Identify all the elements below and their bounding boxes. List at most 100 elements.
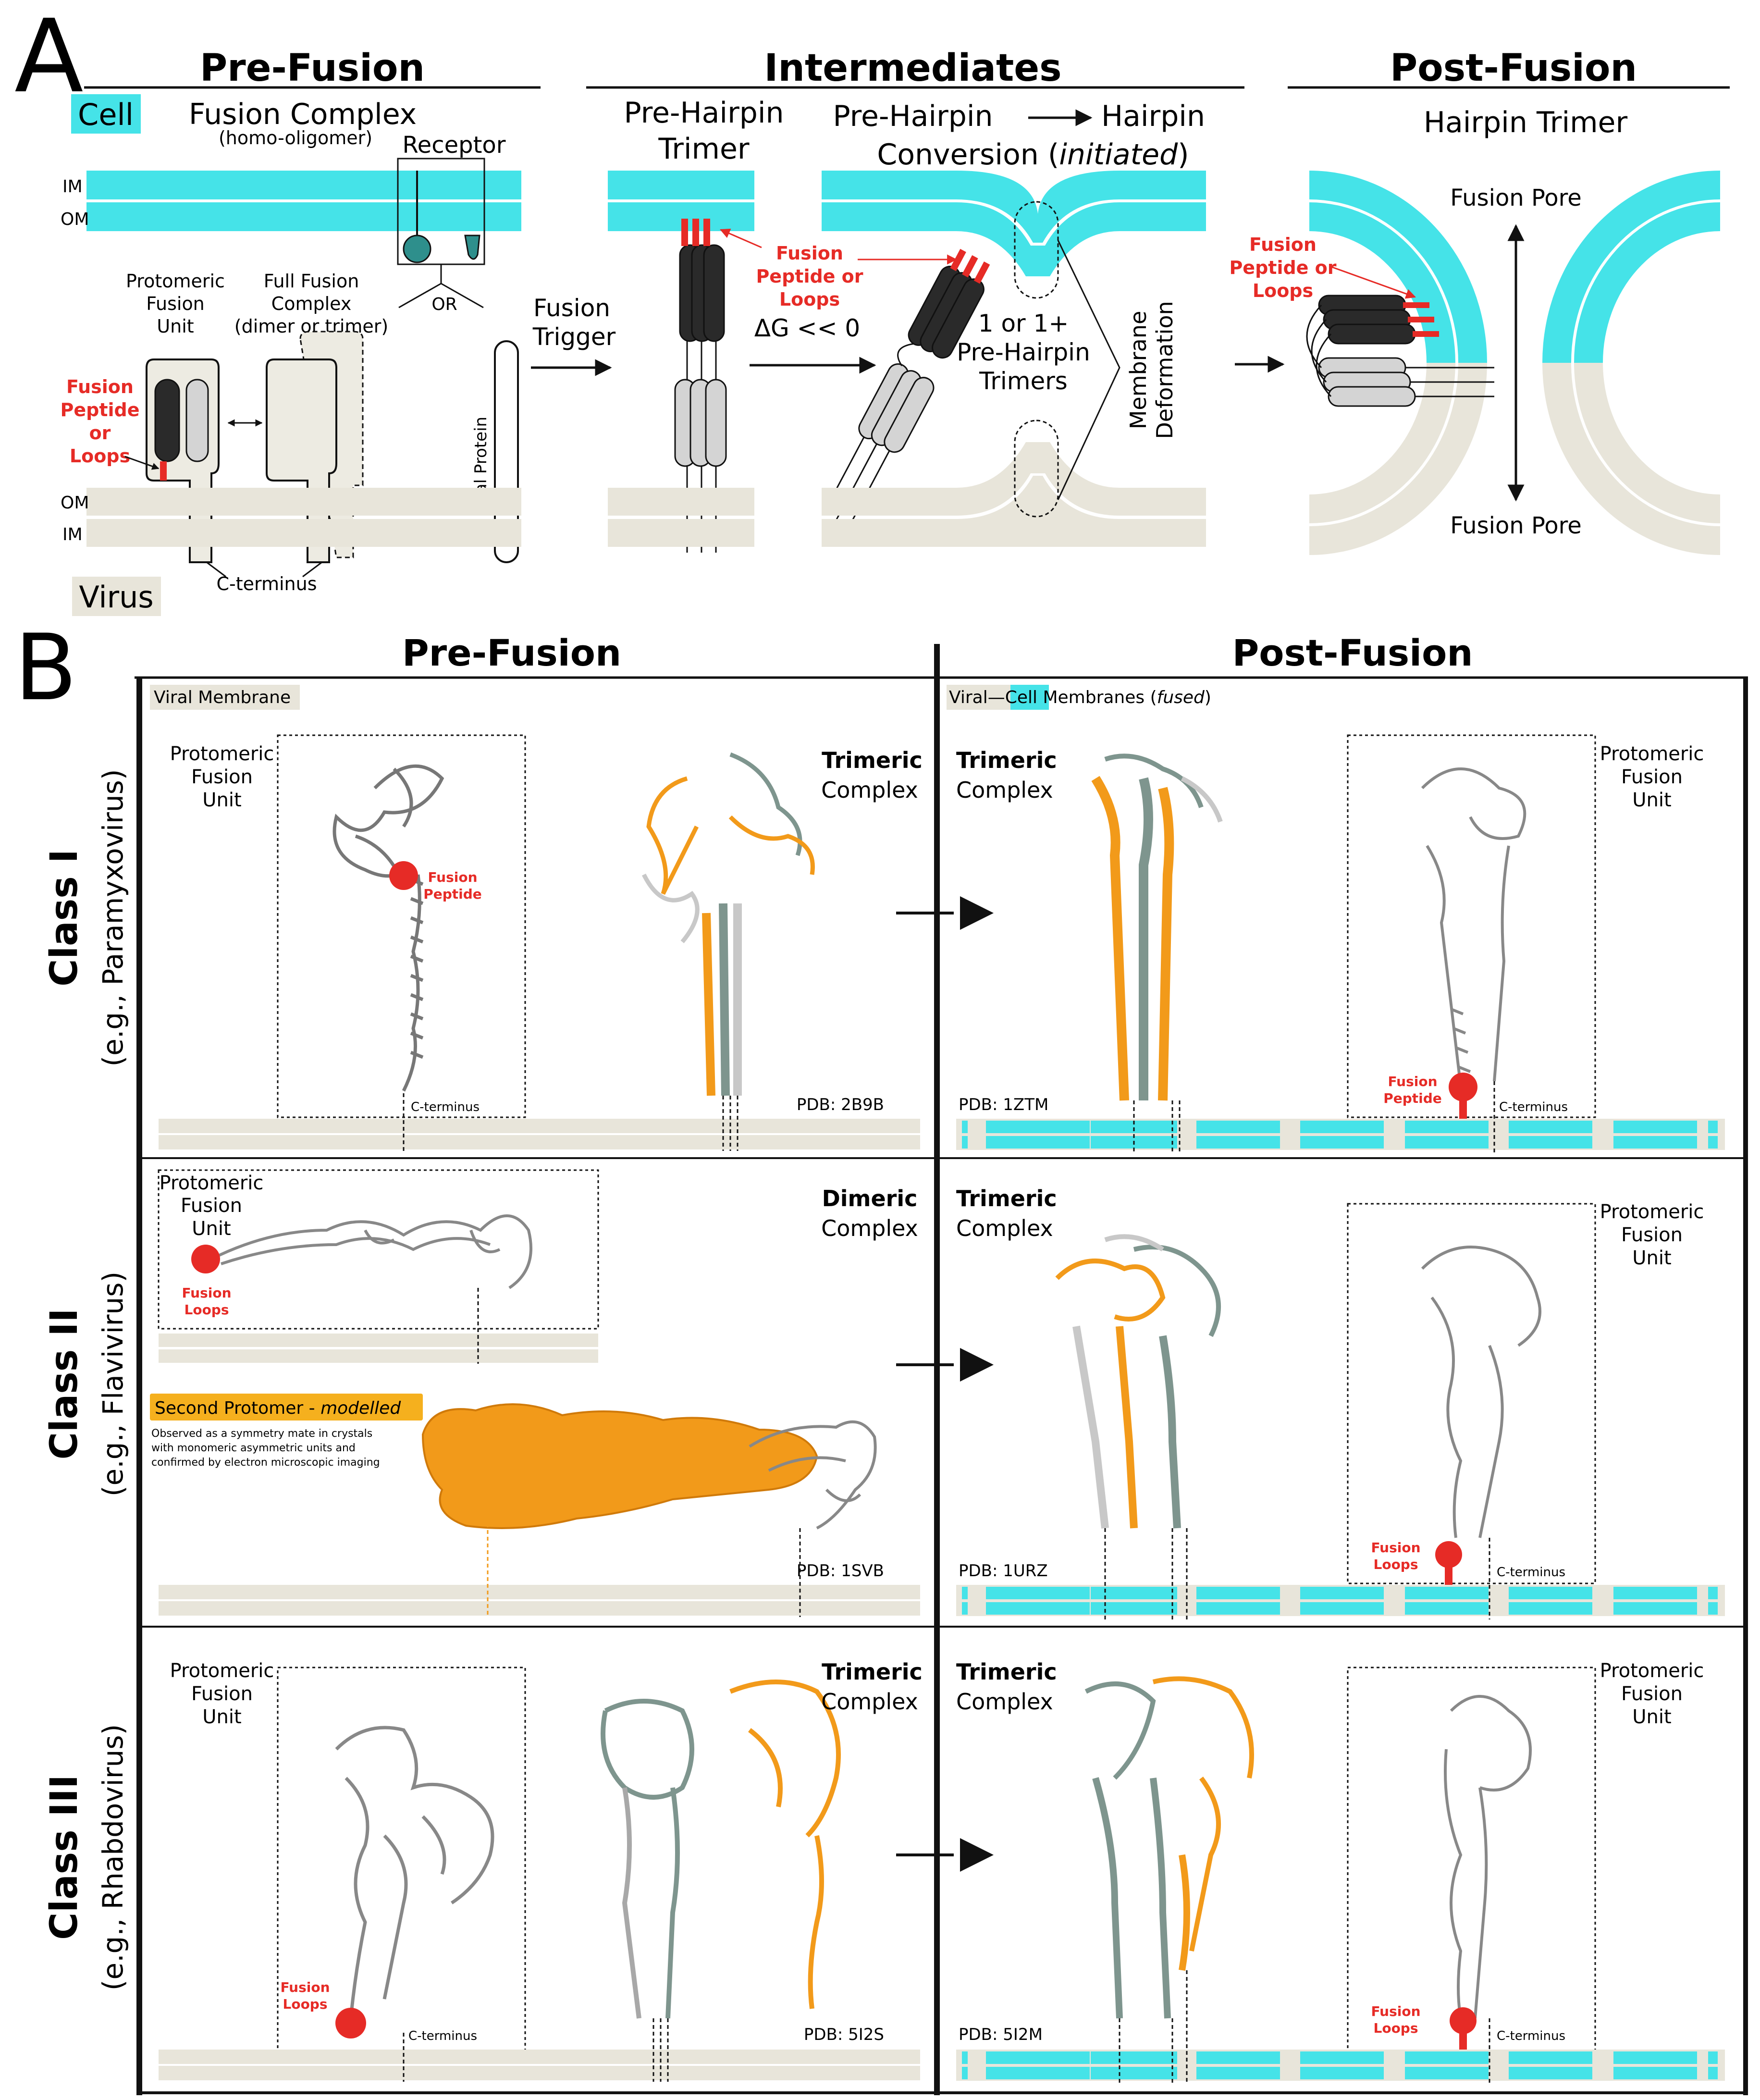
r2-post-trimer-structure: [1055, 1234, 1221, 1529]
panel-b-grid: [135, 644, 1748, 2095]
r2-post-protomer-2: Fusion: [1621, 1224, 1683, 1246]
r2-post-cterm: C-terminus: [1497, 1565, 1565, 1580]
r3-post-protomer-structure: [1444, 1695, 1532, 2019]
r3-pre-cterm: C-terminus: [408, 2029, 477, 2043]
r3-transition-arrowhead: [960, 1838, 994, 1872]
panel-b-letter: B: [14, 615, 77, 721]
deformation-oval-bottom: [1014, 420, 1059, 518]
r3-post-protomer-box: [1347, 1667, 1596, 2055]
r1-pre-fusion-label-2: Peptide: [423, 886, 482, 902]
r2-protomer-2: Fusion: [181, 1195, 242, 1217]
r3-pre-anchors: [403, 2018, 669, 2082]
cell-membrane-pre: [86, 171, 521, 231]
r2-pre-protomer-box: [158, 1169, 599, 1330]
r1-post-fusion-label-1: Fusion: [1388, 1074, 1437, 1089]
r3-pre-fusion-label-1: Fusion: [280, 1979, 330, 1995]
delta-g: ΔG << 0: [754, 314, 860, 342]
r2-post-protomer-3: Unit: [1632, 1247, 1671, 1269]
trimers-note-1: 1 or 1+: [978, 309, 1069, 337]
r1-pre-protomer-box: [277, 734, 526, 1118]
r3-post-protomer-3: Unit: [1632, 1706, 1671, 1728]
r3-post-fusion-label-1: Fusion: [1371, 2003, 1420, 2019]
pre-hairpin-title-2: Trimer: [658, 132, 750, 166]
r2-protomer-3: Unit: [192, 1218, 231, 1240]
r1-pre-membrane: [159, 1119, 920, 1149]
r1-protomer-2: Fusion: [191, 766, 253, 788]
class-ii-label: Class II: [43, 1309, 86, 1460]
fusion-peptide-label-3: or: [89, 422, 111, 444]
viral-tag: [947, 685, 1018, 710]
col-post-fusion: Post-Fusion: [1232, 631, 1473, 674]
receptor-head-round: [403, 235, 431, 263]
c-term-pointer-1: [206, 561, 226, 578]
r3-pre-fusion-label-2: Loops: [283, 1996, 327, 2012]
om-label-top: OM: [61, 210, 89, 229]
fusion-peptide-label-2: Peptide: [61, 399, 140, 420]
r2-post-protomer-structure: [1421, 1246, 1541, 1538]
fusion-peptide-loops-3: Loops: [779, 289, 840, 310]
r1-protomer-3: Unit: [202, 789, 241, 811]
fusion-peptide-label-4: Loops: [70, 445, 130, 467]
r3-pre-trimer-structure: [601, 1680, 841, 2019]
second-protomer-note-2: with monomeric asymmetric units and: [151, 1442, 356, 1454]
full-complex-label-1: Full Fusion: [264, 271, 359, 292]
r1-post-complex-2: Complex: [956, 777, 1053, 803]
r1-pre-complex-2: Complex: [821, 777, 918, 803]
pre-hairpin-title-1: Pre-Hairpin: [624, 96, 784, 130]
r1-pre-fusion-label-1: Fusion: [428, 869, 477, 885]
protomeric-label-1: Protomeric: [126, 271, 225, 292]
r1-post-protomer-2: Fusion: [1621, 766, 1683, 788]
protomeric-label-2: Fusion: [146, 293, 205, 314]
full-complex-label-2: Complex: [271, 293, 352, 314]
trimers-note-2: Pre-Hairpin: [957, 338, 1090, 366]
hairpin-trimer: [1306, 295, 1494, 407]
virus-label: Virus: [79, 580, 153, 615]
r3-post-membrane: [956, 2050, 1725, 2081]
r2-pre-dimer-protomer: [749, 1420, 877, 1530]
r3-protomer-3: Unit: [202, 1706, 241, 1728]
conversion-hairpin: Hairpin: [1101, 99, 1205, 133]
fusion-pore-membrane: [1309, 171, 1720, 555]
post-fusion-peptide-1: Fusion: [1249, 234, 1317, 255]
r2-pre-fusion-label-2: Loops: [184, 1302, 229, 1318]
r2-post-fusion-label-1: Fusion: [1371, 1540, 1420, 1556]
light-domain: [185, 379, 209, 462]
or-fork: [398, 264, 484, 309]
r1-post-protomer-box: [1347, 734, 1596, 1118]
r2-pre-complex-1: Dimeric: [822, 1186, 918, 1211]
r2-pre-fusion-label-1: Fusion: [182, 1285, 231, 1301]
r1-pre-cterm: C-terminus: [411, 1100, 480, 1114]
r1-post-cterm: C-terminus: [1499, 1100, 1568, 1114]
r2-post-protomer-1: Protomeric: [1600, 1201, 1704, 1223]
cell-tag: [1010, 685, 1049, 710]
virus-label-bg: [72, 577, 161, 616]
r1-pre-fusion-peptide-dot: [389, 861, 418, 890]
r3-post-cterm: C-terminus: [1497, 2029, 1565, 2043]
fusion-pore-bottom: Fusion Pore: [1450, 512, 1582, 539]
r2-pre-complex-2: Complex: [821, 1215, 918, 1241]
r2-pre-fusion-dot: [191, 1245, 220, 1273]
r2-pre-membrane: [159, 1585, 920, 1616]
r3-post-anchors: [1119, 1970, 1490, 2083]
r2-post-fusion-dot: [1435, 1541, 1462, 1568]
r1-pre-pdb: PDB: 2B9B: [797, 1095, 884, 1114]
r3-protomer-2: Fusion: [191, 1683, 253, 1705]
r1-pre-anchors: [403, 1093, 738, 1151]
r3-pre-complex-2: Complex: [821, 1689, 918, 1715]
r1-post-trimer-structure: [1091, 754, 1223, 1101]
col-pre-fusion: Pre-Fusion: [402, 631, 621, 674]
second-protomer-tag: [150, 1394, 423, 1421]
fusion-peptide-loops-1: Fusion: [776, 243, 843, 264]
r1-post-protomer-1: Protomeric: [1600, 743, 1704, 765]
fusion-trigger-2: Trigger: [532, 323, 616, 351]
r2-post-membrane: [956, 1585, 1725, 1616]
r3-pre-pdb: PDB: 5I2S: [804, 2025, 884, 2044]
r3-post-fusion-dot: [1450, 2007, 1477, 2034]
second-protomer-note-3: confirmed by electron microscopic imagin…: [151, 1457, 380, 1469]
post-fusion-peptide-2: Peptide or: [1229, 257, 1336, 278]
om-label-bottom: OM: [61, 493, 89, 513]
r1-post-protomer-3: Unit: [1632, 789, 1671, 811]
class-i-label: Class I: [43, 849, 86, 987]
r1-post-anchors: [1133, 1081, 1495, 1153]
